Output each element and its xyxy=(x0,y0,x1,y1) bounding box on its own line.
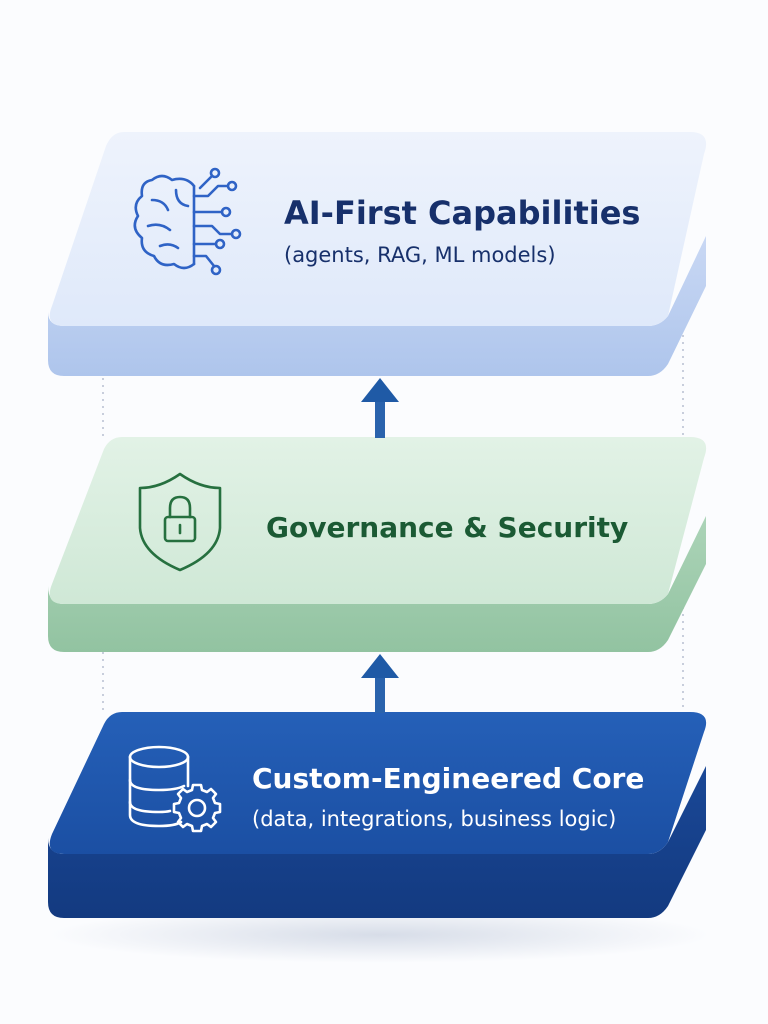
brain-circuit-icon xyxy=(133,167,242,276)
shield-lock-icon xyxy=(138,472,222,572)
layer-bottom-title: Custom-Engineered Core xyxy=(252,762,644,795)
layer-bottom-subtitle: (data, integrations, business logic) xyxy=(252,807,616,831)
layer-top-face xyxy=(49,132,707,326)
layer-top-title: AI-First Capabilities xyxy=(284,194,640,232)
arrow-governance-to-ai xyxy=(361,378,399,438)
layer-middle-face xyxy=(49,437,707,604)
layer-top-subtitle: (agents, RAG, ML models) xyxy=(284,243,556,267)
layer-top-ai: AI-First Capabilities (agents, RAG, ML m… xyxy=(48,132,707,376)
arrow-core-to-governance xyxy=(361,654,399,713)
layer-bottom-side xyxy=(48,766,706,918)
layer-middle-governance: Governance & Security xyxy=(48,437,707,652)
dotted-guide-lines xyxy=(102,300,684,712)
layer-middle-side xyxy=(48,516,706,652)
layer-bottom-core: Custom-Engineered Core (data, integratio… xyxy=(48,712,707,918)
layer-middle-title: Governance & Security xyxy=(266,511,628,544)
ground-shadow xyxy=(50,907,710,963)
database-gear-icon xyxy=(128,745,222,833)
layer-top-side xyxy=(48,236,706,376)
